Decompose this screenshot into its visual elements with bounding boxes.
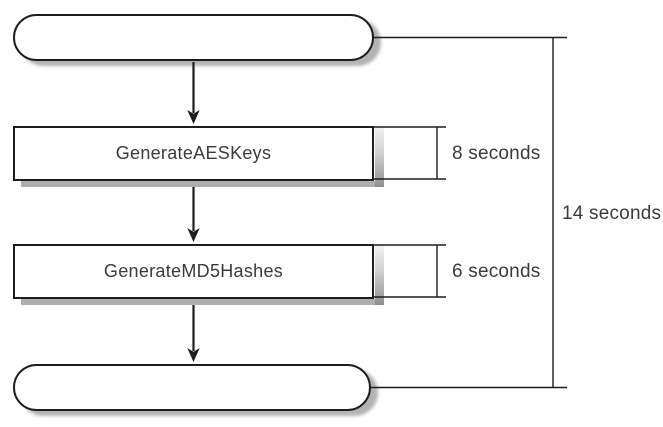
duration-bracket-total — [370, 36, 567, 389]
task-node-generate-md5-hashes: GenerateMD5Hashes — [13, 244, 374, 299]
task2-shadow-bottom — [21, 299, 384, 305]
task1-shadow-bottom — [21, 181, 384, 187]
start-node — [13, 14, 374, 61]
duration-label-task1: 8 seconds — [452, 143, 541, 164]
duration-label-task2: 6 seconds — [452, 261, 541, 282]
end-node — [13, 364, 371, 411]
task1-shadow-right — [375, 127, 384, 187]
task-label-generate-md5-hashes: GenerateMD5Hashes — [103, 261, 284, 281]
duration-bracket-task1 — [373, 126, 446, 180]
task2-shadow-right — [375, 245, 384, 305]
duration-bracket-task2 — [373, 244, 446, 298]
task-node-generate-aes-keys: GenerateAESKeys — [13, 126, 374, 181]
flow-arrow-task1-to-task2 — [187, 187, 200, 242]
task-label-generate-aes-keys: GenerateAESKeys — [115, 143, 272, 163]
flow-arrow-start-to-task1 — [187, 62, 200, 124]
flow-arrow-task2-to-end — [187, 305, 200, 362]
duration-label-total: 14 seconds — [562, 203, 662, 224]
